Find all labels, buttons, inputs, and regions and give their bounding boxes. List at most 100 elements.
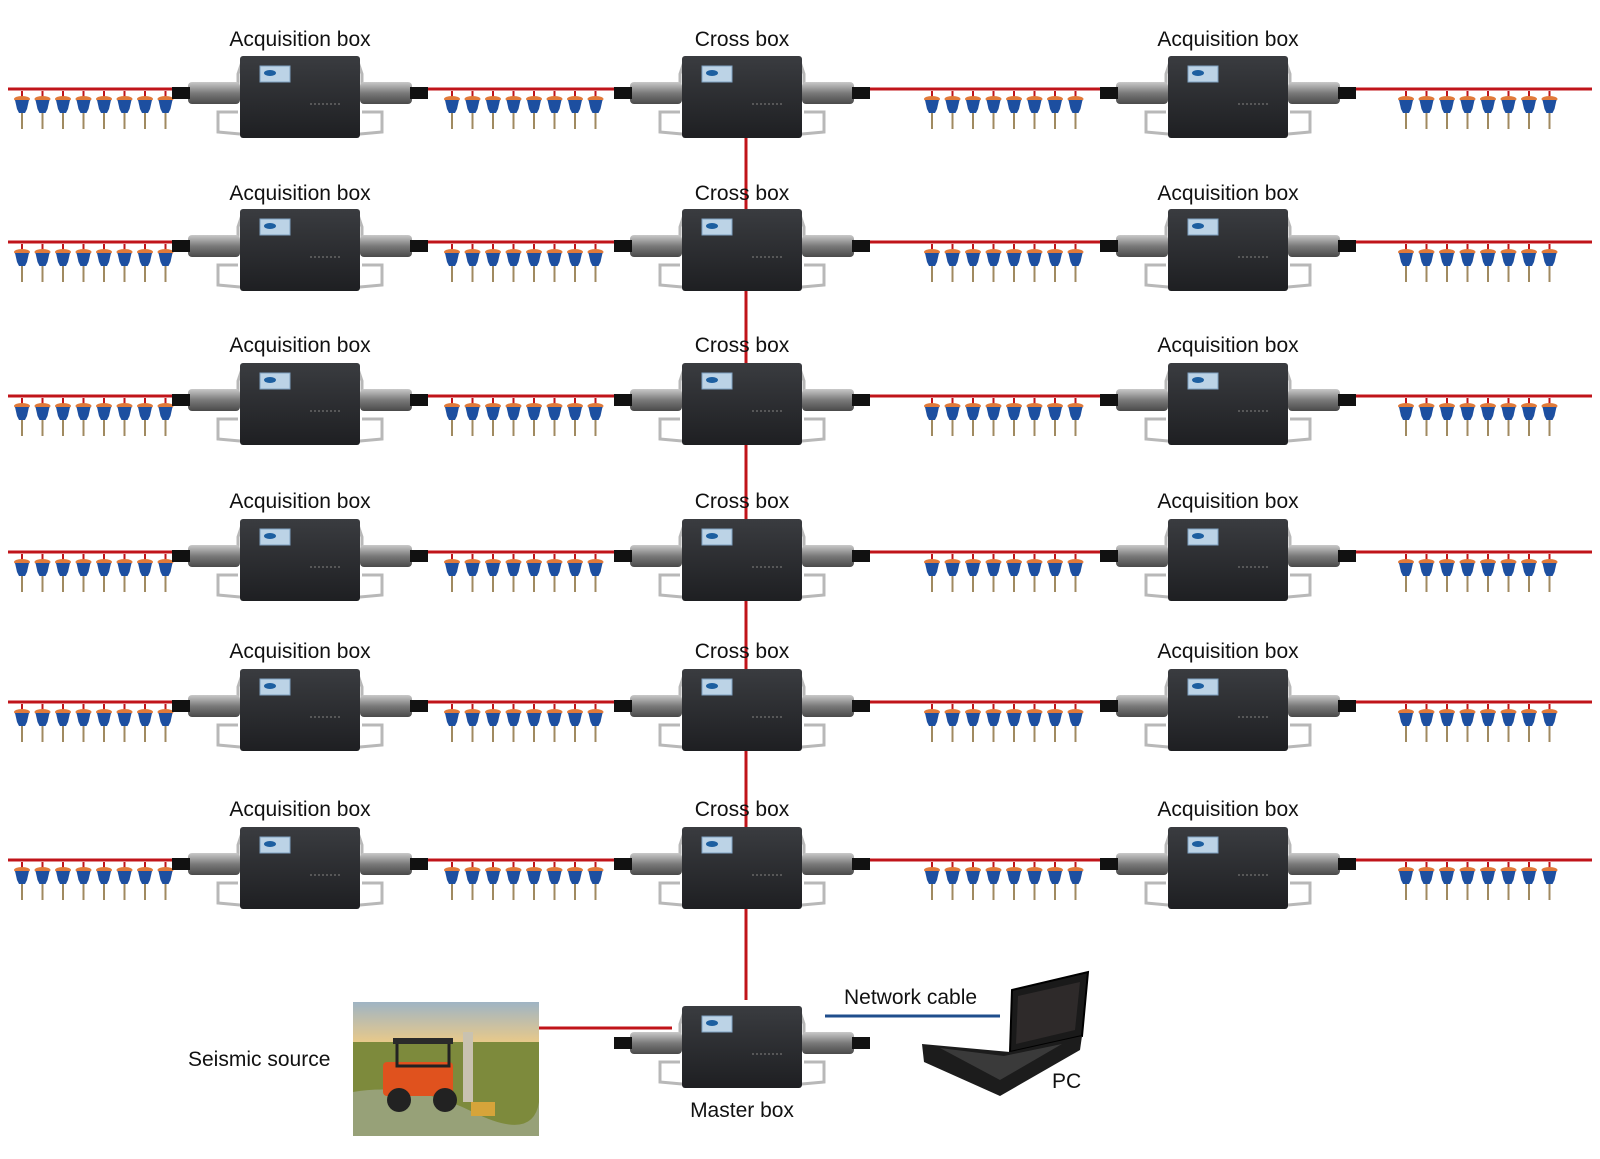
geophone-icon: [1479, 243, 1497, 283]
geophone-icon: [1438, 553, 1456, 593]
geophone-icon: [566, 553, 584, 593]
geophone-icon: [1025, 861, 1044, 901]
geophone-icon: [923, 90, 941, 130]
network-cable-label: Network cable: [844, 986, 978, 1009]
cross-box-label: Cross box: [694, 798, 790, 821]
geophone-icon: [923, 861, 941, 901]
geophone-icon: [1540, 861, 1559, 901]
geophone-icon: [1540, 703, 1559, 743]
geophone-icon: [504, 861, 523, 901]
acquisition-box-icon: [170, 207, 430, 293]
geophone-icon: [1458, 243, 1477, 283]
geophone-icon: [115, 703, 134, 743]
geophone-icon: [1458, 861, 1477, 901]
geophone-icon: [525, 397, 543, 437]
geophone-icon: [1417, 703, 1436, 743]
geophone-icon: [484, 90, 502, 130]
geophone-icon: [1438, 90, 1456, 130]
pc-label: PC: [1052, 1070, 1082, 1093]
cross-box-icon: [612, 54, 872, 140]
geophone-icon: [545, 243, 564, 283]
geophone-icon: [136, 703, 154, 743]
geophone-icon: [443, 861, 461, 901]
geophone-icon: [566, 703, 584, 743]
geophone-icon: [923, 243, 941, 283]
geophone-icon: [964, 553, 982, 593]
geophone-icon: [1438, 243, 1456, 283]
geophone-icon: [586, 397, 605, 437]
geophone-icon: [443, 397, 461, 437]
geophone-icon: [54, 397, 72, 437]
geophone-icon: [586, 243, 605, 283]
geophone-icon: [1479, 90, 1497, 130]
geophone-icon: [74, 703, 93, 743]
acquisition-box-label: Acquisition box: [1157, 28, 1299, 51]
geophone-icon: [463, 243, 482, 283]
geophone-icon: [504, 553, 523, 593]
geophone-icon: [1025, 243, 1044, 283]
geophone-icon: [1025, 703, 1044, 743]
geophone-icon: [1025, 90, 1044, 130]
geophone-icon: [13, 90, 31, 130]
geophone-icon: [1025, 553, 1044, 593]
geophone-icon: [115, 243, 134, 283]
geophone-icon: [54, 90, 72, 130]
geophone-icon: [95, 703, 113, 743]
geophone-icon: [1417, 553, 1436, 593]
geophone-icon: [943, 861, 962, 901]
geophone-icon: [95, 861, 113, 901]
geophone-icon: [923, 703, 941, 743]
acquisition-box-label: Acquisition box: [229, 28, 371, 51]
geophone-icon: [1066, 861, 1085, 901]
geophone-icon: [463, 861, 482, 901]
geophone-icon: [525, 703, 543, 743]
geophone-icon: [1005, 397, 1023, 437]
geophone-icon: [74, 243, 93, 283]
geophone-icon: [33, 553, 52, 593]
geophone-icon: [463, 703, 482, 743]
geophone-icon: [13, 703, 31, 743]
geophone-icon: [1438, 397, 1456, 437]
geophone-icon: [136, 90, 154, 130]
cross-box-label: Cross box: [694, 640, 790, 663]
cross-box-icon: [612, 667, 872, 753]
geophone-icon: [984, 703, 1003, 743]
geophone-icon: [964, 243, 982, 283]
geophone-icon: [1458, 397, 1477, 437]
geophone-icon: [1520, 243, 1538, 283]
geophone-icon: [74, 553, 93, 593]
geophone-icon: [525, 90, 543, 130]
geophone-icon: [545, 861, 564, 901]
geophone-icon: [943, 90, 962, 130]
cross-box-icon: [612, 825, 872, 911]
geophone-icon: [136, 861, 154, 901]
cross-box-icon: [612, 207, 872, 293]
geophone-icon: [1005, 703, 1023, 743]
geophone-icon: [443, 90, 461, 130]
geophone-icon: [964, 861, 982, 901]
geophone-icon: [156, 861, 175, 901]
geophone-icon: [1499, 861, 1518, 901]
geophone-icon: [923, 553, 941, 593]
cross-box-label: Cross box: [694, 182, 790, 205]
geophone-icon: [156, 703, 175, 743]
geophone-icon: [586, 703, 605, 743]
geophone-icon: [1046, 90, 1064, 130]
geophone-icon: [943, 553, 962, 593]
geophone-icon: [74, 90, 93, 130]
geophone-icon: [95, 243, 113, 283]
geophone-icon: [964, 90, 982, 130]
geophone-icon: [525, 243, 543, 283]
geophone-icon: [1499, 397, 1518, 437]
seismic-source-photo: [353, 1002, 539, 1136]
geophone-icon: [1499, 553, 1518, 593]
geophone-icon: [484, 243, 502, 283]
geophone-icon: [964, 397, 982, 437]
acquisition-box-label: Acquisition box: [1157, 490, 1299, 513]
geophone-icon: [95, 90, 113, 130]
geophone-icon: [1479, 703, 1497, 743]
geophone-icon: [115, 397, 134, 437]
acquisition-box-label: Acquisition box: [229, 640, 371, 663]
geophone-icon: [1046, 553, 1064, 593]
acquisition-box-label: Acquisition box: [229, 490, 371, 513]
